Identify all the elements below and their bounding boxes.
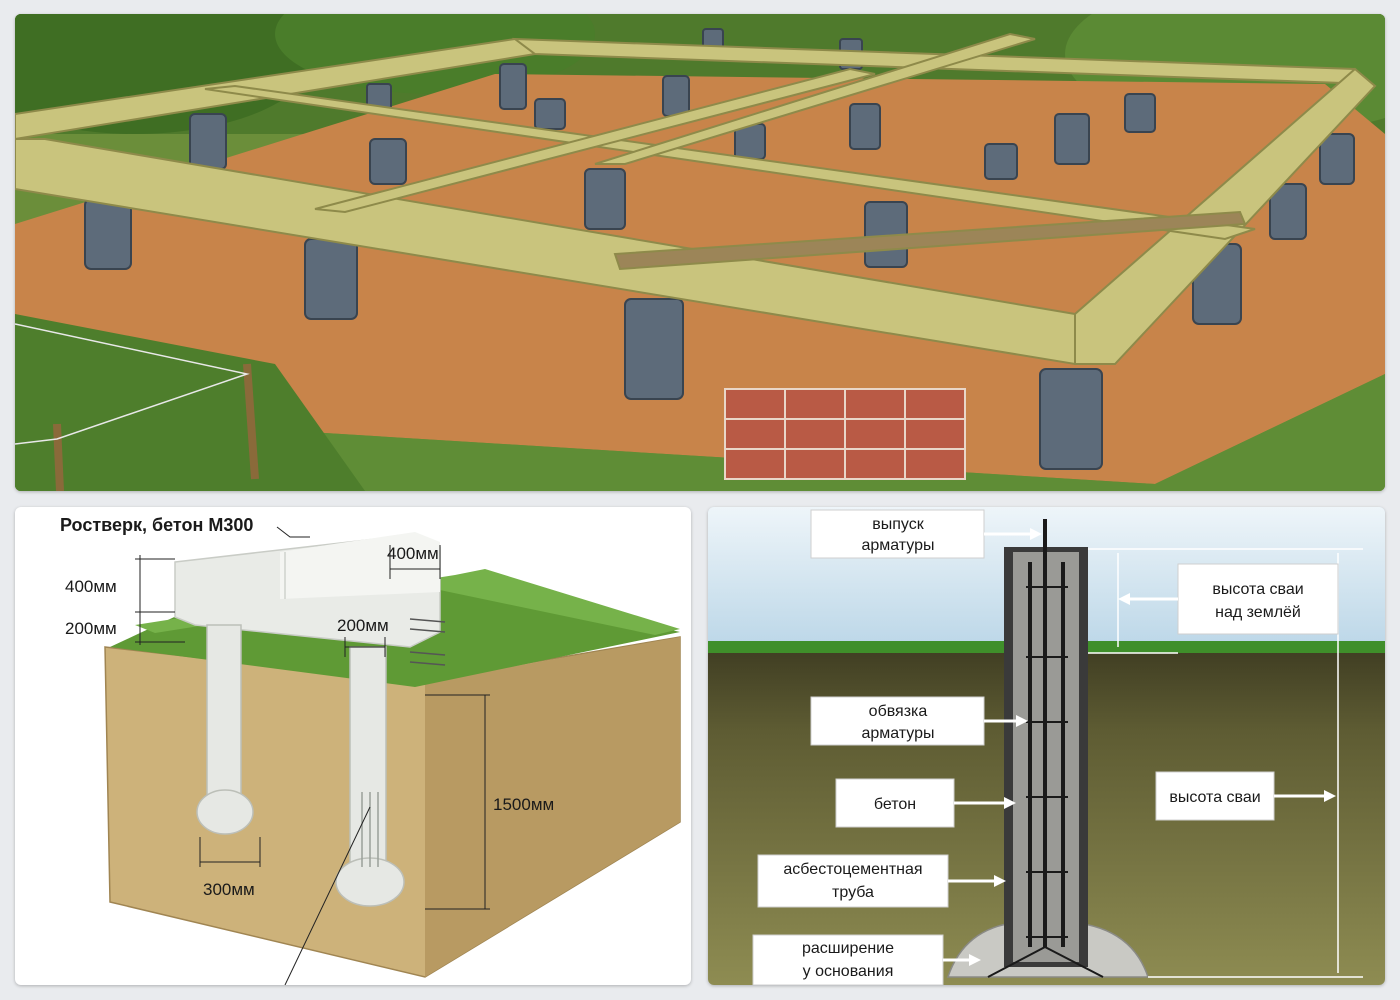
label-pile-above-ground-line1: высота сваи xyxy=(1212,581,1303,598)
label-rebar-outlet-line1: выпуск xyxy=(872,516,924,533)
grillage-title: Ростверк, бетон М300 xyxy=(60,515,253,535)
label-pile-above-ground-line2: над землёй xyxy=(1215,604,1301,621)
foundation-photo xyxy=(15,14,1385,491)
dim-beam-lift: 200мм xyxy=(65,619,117,638)
label-rebar-binding-line2: арматуры xyxy=(861,725,934,742)
rebar-ties xyxy=(987,586,1104,978)
label-base-widening-line1: расширение xyxy=(802,940,894,957)
label-rebar-binding-line1: обвязка xyxy=(869,703,928,720)
pile-section-diagram: выпуск арматуры высота сваи над землёй о… xyxy=(708,507,1385,985)
pile-right xyxy=(335,646,405,907)
label-pile-height: высота сваи xyxy=(1169,789,1260,806)
label-arrows xyxy=(943,528,1336,966)
dim-beam-width: 400мм xyxy=(387,544,439,563)
dim-base-diameter: 300мм xyxy=(203,880,255,899)
label-base-widening-line2: у основания xyxy=(803,963,894,980)
timber-frame xyxy=(15,32,1377,366)
label-rebar-outlet-line2: арматуры xyxy=(861,537,934,554)
label-concrete: бетон xyxy=(874,796,916,813)
grillage-beam xyxy=(174,532,441,648)
pile-left xyxy=(196,624,254,835)
pile-section-illustration: выпуск арматуры высота сваи над землёй о… xyxy=(708,507,1385,985)
dimension-lines xyxy=(135,526,490,985)
label-asbestos-pipe-line2: труба xyxy=(832,884,874,901)
brick-stack xyxy=(724,388,966,480)
dim-pile-depth: 1500мм xyxy=(493,795,554,814)
rebar-ends xyxy=(409,618,446,666)
label-asbestos-pipe-line1: асбестоцементная xyxy=(783,861,922,878)
dim-pile-diameter: 200мм xyxy=(337,616,389,635)
pile-grillage-diagram: Ростверк, бетон М300 400мм 200мм 400мм 2… xyxy=(15,507,691,985)
layout-pegs xyxy=(53,363,259,491)
label-boxes xyxy=(752,509,1339,985)
rebar-cage xyxy=(1028,519,1065,947)
grillage-illustration: Ростверк, бетон М300 400мм 200мм 400мм 2… xyxy=(60,515,681,985)
dim-beam-height: 400мм xyxy=(65,577,117,596)
photo-illustration xyxy=(15,14,1385,491)
